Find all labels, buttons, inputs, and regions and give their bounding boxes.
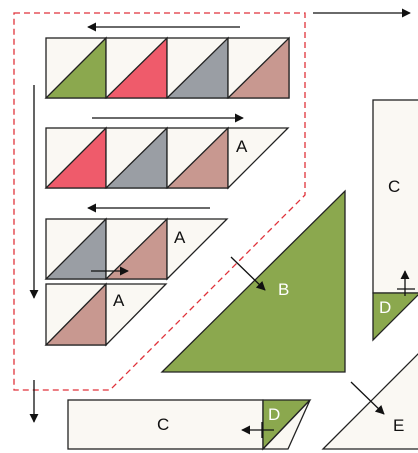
corner-d-right-label: D: [379, 298, 391, 317]
row-4: A: [44, 282, 168, 347]
corner-d-right-shape: [372, 292, 418, 342]
piece-c-right-label: C: [388, 177, 400, 196]
piece-c-bottom: C D: [67, 399, 312, 451]
corner-d-bottom-label: D: [268, 405, 280, 424]
piece-e-label: E: [393, 416, 404, 435]
row4-label-a: A: [113, 291, 125, 310]
piece-c-right-rect: [372, 99, 418, 294]
piece-c-bottom-label: C: [157, 415, 169, 434]
row-1: [44, 36, 290, 99]
row2-label-a: A: [236, 137, 248, 156]
dashed-group-outline: [13, 12, 306, 391]
row-2: A: [44, 126, 290, 190]
piece-c-bottom-rect: [67, 399, 264, 450]
arrow-into-triangle-b: [230, 256, 266, 291]
row3-label-a: A: [174, 228, 186, 247]
row3-setting-triangle-a: [166, 218, 229, 281]
row2-setting-triangle-a: [227, 127, 290, 190]
triangle-b-label: B: [278, 280, 289, 299]
row1-unit4-mauve-triangle: [226, 36, 290, 99]
corner-d-bottom-tail: [261, 399, 311, 450]
row4-setting-triangle-a: [105, 283, 168, 347]
arrows: [29, 8, 415, 438]
triangle-b-shape: [160, 189, 346, 373]
arrow-into-piece-e: [350, 381, 385, 415]
triangle-b: B: [160, 189, 346, 373]
row-3: A: [44, 217, 229, 281]
piece-c-right: C D: [372, 99, 418, 342]
